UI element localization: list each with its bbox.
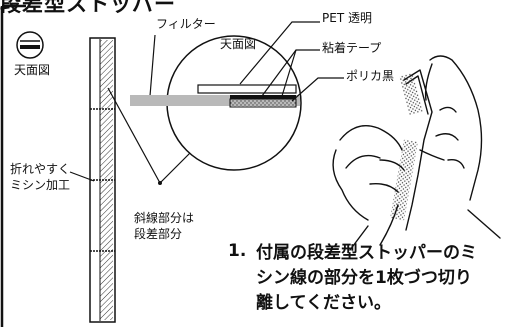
pet-layer: [197, 84, 297, 94]
perforation-label-line1: 折れやすく: [10, 162, 71, 176]
polycarbonate-label: ポリカ黒: [346, 69, 395, 83]
perforation-leader: [69, 171, 95, 182]
adhesive-tape-label: 粘着テープ: [322, 41, 382, 55]
hatched-label-line2: 段差部分: [134, 227, 183, 241]
instruction-line: シン線の部分を1枚づつ切り: [256, 268, 472, 288]
adhesive-tape-layer: [230, 95, 296, 99]
top-view-icon-label: 天面図: [14, 63, 51, 77]
polycarbonate-layer: [229, 98, 297, 108]
page-title: 段差型ストッパー: [0, 0, 176, 16]
pet-label: PET 透明: [322, 11, 372, 25]
polycarbonate-leader: [291, 77, 344, 102]
pet-leader: [239, 21, 320, 85]
hatched-label-line1: 斜線部分は: [134, 211, 195, 225]
top-view-icon: [16, 31, 44, 59]
instruction-number: 1.: [228, 241, 247, 261]
instruction-line: 離してください。: [256, 293, 391, 313]
tape-leader-b: [281, 49, 297, 97]
top-view-label: 天面図: [220, 37, 257, 51]
filter-layer: [130, 95, 300, 106]
hand-tearing-illustration: [332, 55, 501, 251]
instruction-line: 付属の段差型ストッパーのミ: [256, 243, 477, 263]
stopper-strip: [89, 37, 116, 323]
filter-leader: [149, 34, 156, 97]
instruction-text: 付属の段差型ストッパーのミ シン線の部分を1枚づつ切り 離してください。: [256, 241, 477, 316]
filter-label: フィルター: [156, 17, 216, 31]
hatched-leader-a: [107, 87, 161, 184]
perforation-label-line2: ミシン加工: [10, 178, 71, 192]
